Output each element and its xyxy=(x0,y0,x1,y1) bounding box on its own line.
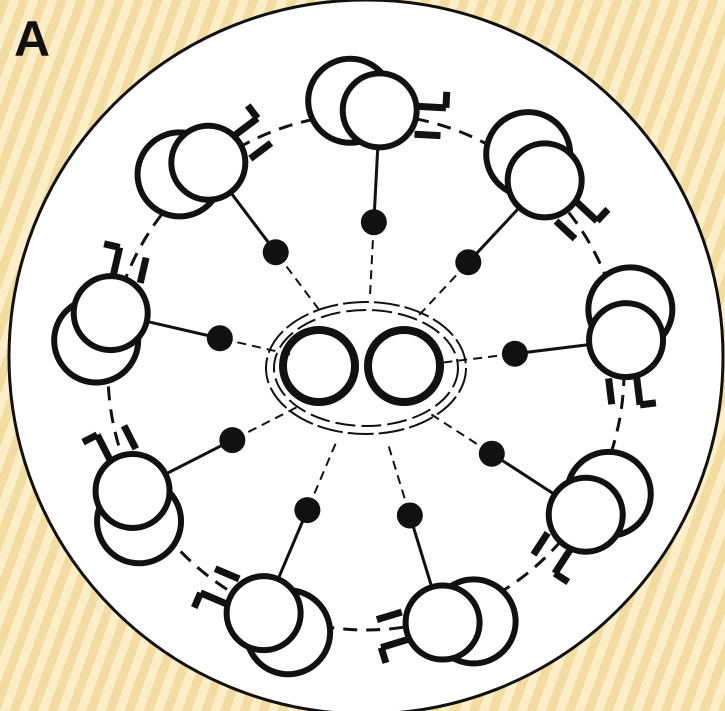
outer-dynein-arm-hook xyxy=(81,431,99,446)
inner-dynein-arm xyxy=(248,140,274,162)
spoke-head xyxy=(262,239,289,266)
central-pair xyxy=(265,301,467,435)
outer-dynein-arm xyxy=(551,546,575,576)
outer-dynein-arm xyxy=(94,433,114,464)
spoke-head xyxy=(455,249,482,276)
inner-dynein-arm xyxy=(120,424,139,451)
spoke-stalk xyxy=(135,317,221,340)
a-tubule xyxy=(223,573,304,654)
inner-dynein-arm xyxy=(553,218,578,242)
a-tubule xyxy=(339,70,420,151)
a-tubule xyxy=(168,122,249,203)
central-tubule-right xyxy=(364,326,444,406)
inner-dynein-arm xyxy=(414,130,441,140)
spoke-stalk xyxy=(467,198,529,264)
spokes xyxy=(135,136,601,599)
inner-dynein-arm xyxy=(605,378,616,405)
inner-dynein-arm xyxy=(530,530,551,557)
panel-label: A xyxy=(14,11,51,67)
outer-dynein-arm-hook xyxy=(552,570,571,585)
outer-dynein-arm xyxy=(380,635,411,651)
spoke-head xyxy=(501,340,528,367)
a-tubule xyxy=(402,582,483,663)
spoke-head xyxy=(396,502,423,529)
spoke-head xyxy=(294,497,321,524)
peripheral-doublet xyxy=(51,240,151,386)
a-tubule xyxy=(70,273,151,354)
a-tubule xyxy=(504,140,585,221)
spoke-head xyxy=(360,209,387,236)
peripheral-doublet xyxy=(530,448,654,585)
outer-dynein-arm xyxy=(109,246,124,278)
a-tubule xyxy=(586,300,667,381)
spoke-stalk xyxy=(514,341,601,356)
inner-dynein-arm xyxy=(136,256,150,284)
spoke-head xyxy=(206,325,233,352)
outer-dynein-arm-hook xyxy=(442,91,451,109)
peripheral-doublet xyxy=(585,264,676,409)
spoke-stalk xyxy=(272,509,309,590)
peripheral-doublet xyxy=(191,565,334,678)
outer-dynein-arm-hook xyxy=(191,591,204,610)
a-tubule xyxy=(92,450,173,531)
peripheral-doublet xyxy=(305,55,451,151)
outer-dynein-arm xyxy=(199,589,230,608)
spoke-stalk xyxy=(490,452,565,502)
spoke-shaft xyxy=(443,352,516,364)
outer-dynein-arm xyxy=(632,374,644,406)
inner-dynein-arm xyxy=(375,608,403,623)
outer-dynein-arm-hook xyxy=(103,240,121,251)
peripheral-doublet xyxy=(483,109,611,242)
outer-dynein-arm-hook xyxy=(639,399,657,409)
spoke-head xyxy=(219,427,246,454)
central-sheath-outer xyxy=(265,301,467,435)
outer-dynein-arm xyxy=(415,102,447,112)
outer-dynein-arm xyxy=(231,115,260,140)
peripheral-doublet xyxy=(81,424,185,567)
spoke-head xyxy=(478,440,505,467)
outer-dynein-arm-hook xyxy=(594,206,611,224)
peripheral-doublet xyxy=(134,103,274,220)
outer-dynein-arm xyxy=(572,197,600,224)
a-tubule xyxy=(545,474,626,555)
peripheral-doublets xyxy=(51,55,676,678)
central-sheath-inner xyxy=(273,309,459,427)
outer-dynein-arm-hook xyxy=(377,646,390,664)
central-tubule-left xyxy=(279,326,359,406)
spoke-stalk xyxy=(408,515,437,599)
inner-dynein-arm xyxy=(213,565,241,583)
spoke-stalk xyxy=(155,438,234,481)
spoke-stalk xyxy=(222,182,277,254)
spoke-stalk xyxy=(372,136,380,223)
peripheral-doublet xyxy=(375,576,519,667)
outer-dynein-arm-hook xyxy=(244,103,261,121)
